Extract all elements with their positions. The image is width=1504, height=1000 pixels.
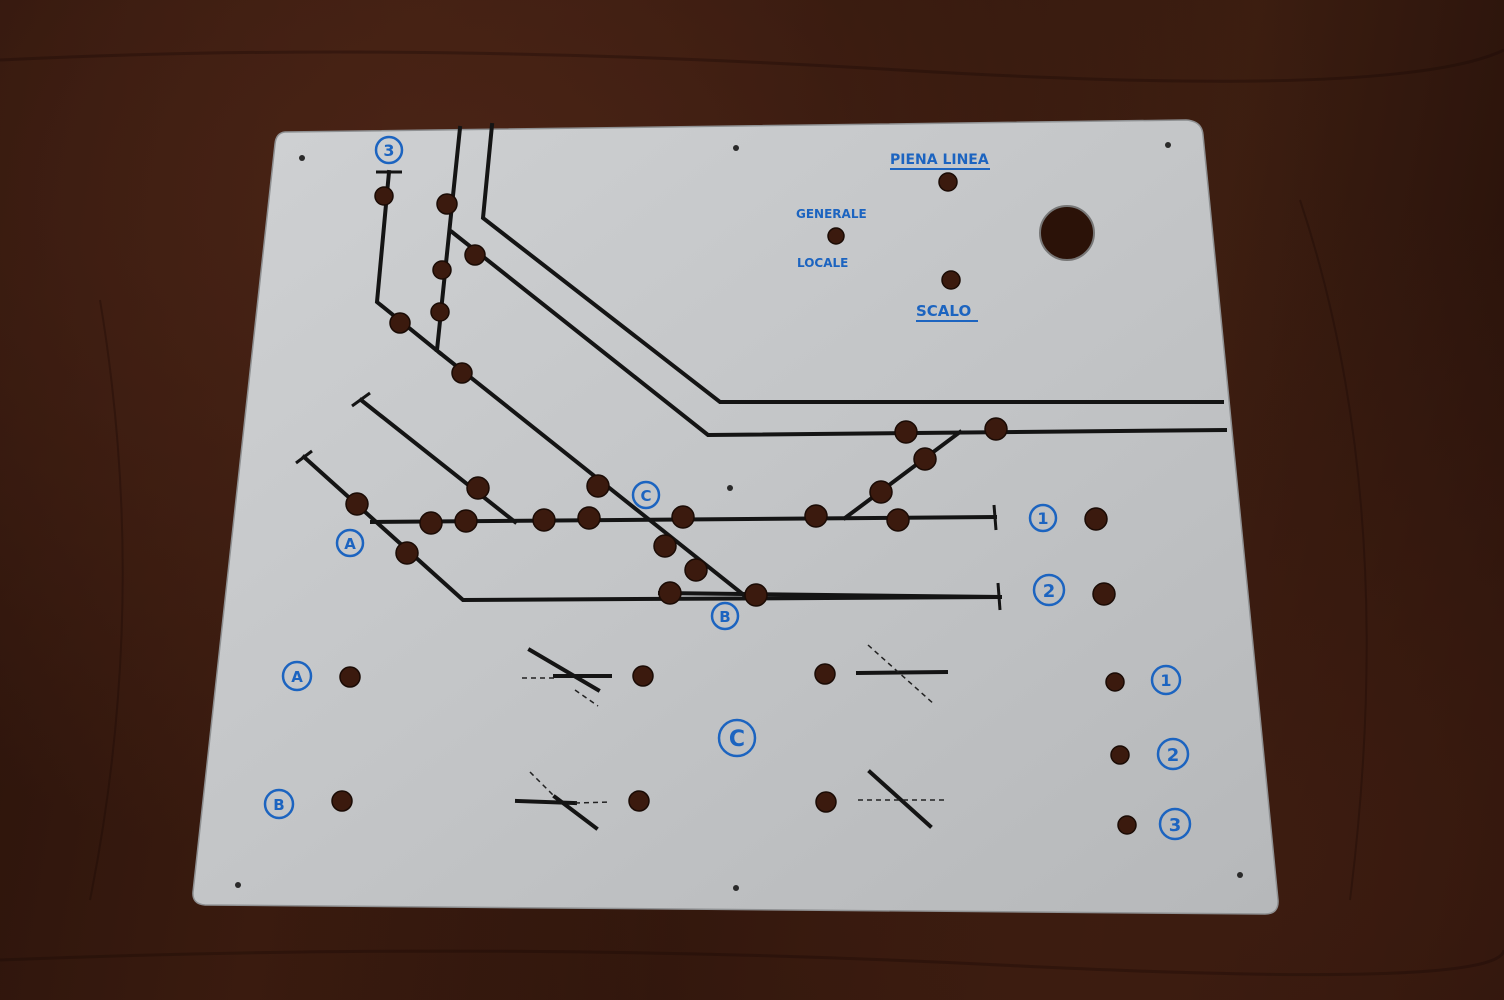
marker-lower-1: 1	[1160, 671, 1171, 690]
marker-switch-a: A	[344, 535, 356, 553]
marker-switch-c: C	[640, 487, 651, 505]
label-piena-linea: PIENA LINEA	[890, 152, 989, 168]
label-scalo: SCALO	[916, 302, 971, 320]
marker-switch-b: B	[719, 608, 730, 626]
marker-track1: 1	[1037, 509, 1048, 528]
marker-track2: 2	[1043, 581, 1056, 602]
key-switch-hole	[1039, 205, 1095, 261]
circled-markers: 3 A C B 1 2 A B C 1 2 3	[263, 135, 1192, 841]
marker-track3: 3	[383, 141, 394, 160]
wood-table	[0, 48, 1504, 977]
label-generale: GENERALE	[796, 207, 867, 221]
mounting-holes	[235, 142, 1243, 891]
label-locale: LOCALE	[797, 256, 848, 270]
panel-labels: PIENA LINEA GENERALE LOCALE SCALO	[796, 152, 990, 322]
marker-lower-c: C	[729, 727, 745, 752]
lamp-holes	[345, 172, 1116, 607]
turnout-symbols	[514, 644, 949, 831]
marker-lower-2: 2	[1167, 745, 1180, 766]
marker-lower-3: 3	[1169, 815, 1182, 836]
marker-lower-b: B	[273, 796, 284, 814]
aluminium-panel	[192, 119, 1279, 915]
control-holes	[331, 663, 1137, 835]
marker-lower-a: A	[291, 668, 303, 686]
